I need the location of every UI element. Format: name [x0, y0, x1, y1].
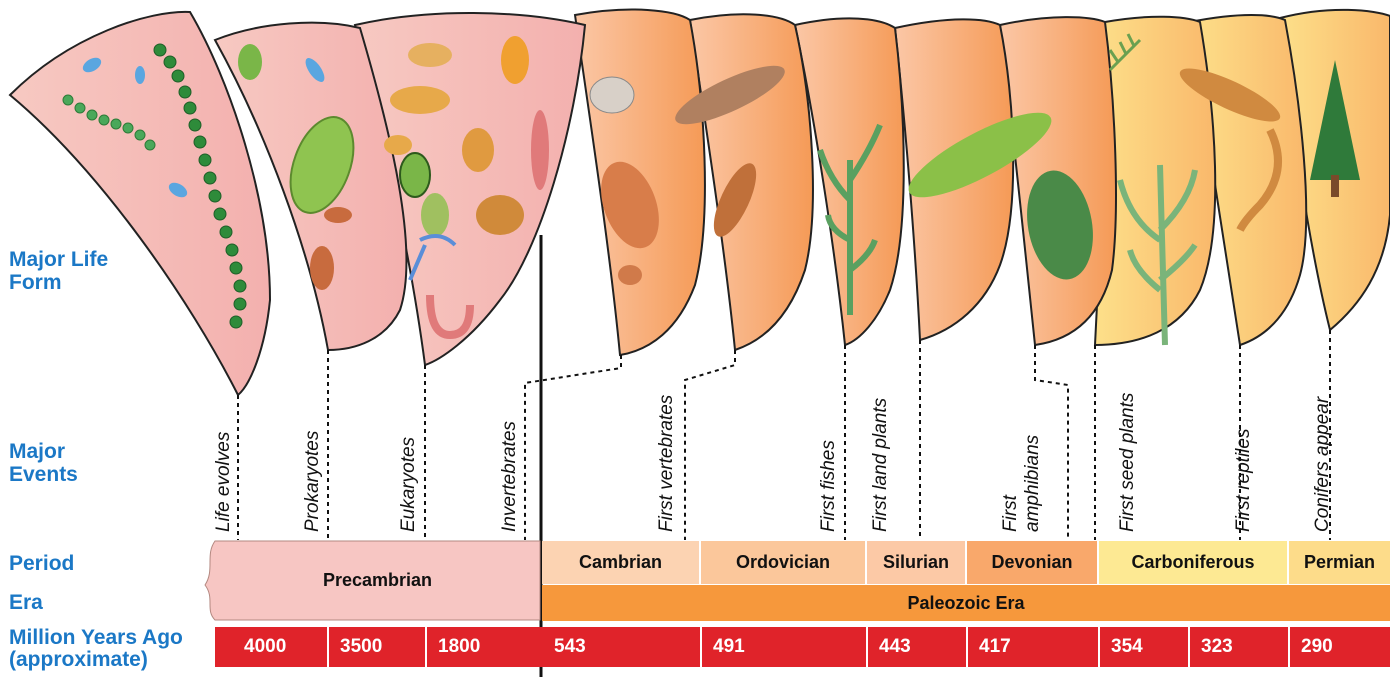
orange-cell [462, 128, 494, 172]
event-first-vertebrates: First vertebrates [656, 395, 678, 532]
event-first-land-plants: First land plants [870, 398, 892, 532]
event-life-evolves: Life evolves [213, 432, 235, 532]
mya-value: 491 [701, 627, 745, 667]
period-permian: Permian [1289, 541, 1390, 584]
amoeba [384, 135, 412, 155]
mya-value: 4000 [232, 627, 286, 667]
mya-value: 443 [867, 627, 911, 667]
mya-value: 323 [1189, 627, 1233, 667]
period-precambrian: Precambrian [215, 541, 540, 620]
amoeba [408, 43, 452, 67]
brown-cell [324, 207, 352, 223]
period-cambrian: Cambrian [542, 541, 701, 584]
jellyfish [590, 77, 634, 113]
major-life-form-label: Major Life Form [9, 248, 169, 294]
mya-value: 290 [1289, 627, 1333, 667]
pink-cell [531, 110, 549, 190]
period-carboniferous: Carboniferous [1099, 541, 1289, 584]
conifer-trunk [1331, 175, 1339, 197]
small-shell [618, 265, 642, 285]
major-events-label: Major Events [9, 440, 169, 486]
orange-cell [501, 36, 529, 84]
period-devonian: Devonian [967, 541, 1099, 584]
event-conifers-appear: Conifers appear [1312, 397, 1334, 532]
orange-cell [476, 195, 524, 235]
green-cell [238, 44, 262, 80]
period-label: Period [9, 552, 74, 575]
mya-value: 543 [542, 627, 586, 667]
event-first-fishes: First fishes [818, 440, 840, 532]
mya-value: 1800 [426, 627, 480, 667]
event-eukaryotes: Eukaryotes [398, 437, 420, 532]
brown-cell [310, 246, 334, 290]
period-ordovician: Ordovician [701, 541, 867, 584]
era-paleozoic: Paleozoic Era [542, 585, 1390, 621]
era-label: Era [9, 591, 43, 614]
period-silurian: Silurian [867, 541, 967, 584]
event-first-reptiles: First reptiles [1233, 429, 1255, 532]
green-cell [400, 153, 430, 197]
mya-value: 417 [967, 627, 1011, 667]
amoeba [390, 86, 450, 114]
event-invertebrates: Invertebrates [499, 421, 521, 532]
event-first-amphibians: First amphibians [1000, 435, 1044, 532]
mya-value: 3500 [328, 627, 382, 667]
event-prokaryotes: Prokaryotes [302, 431, 324, 532]
mya-value: 354 [1099, 627, 1143, 667]
blue-cell [135, 66, 145, 84]
event-first-seed-plants: First seed plants [1117, 393, 1139, 532]
green-cell [421, 193, 449, 237]
mya-label: Million Years Ago (approximate) [9, 627, 183, 671]
